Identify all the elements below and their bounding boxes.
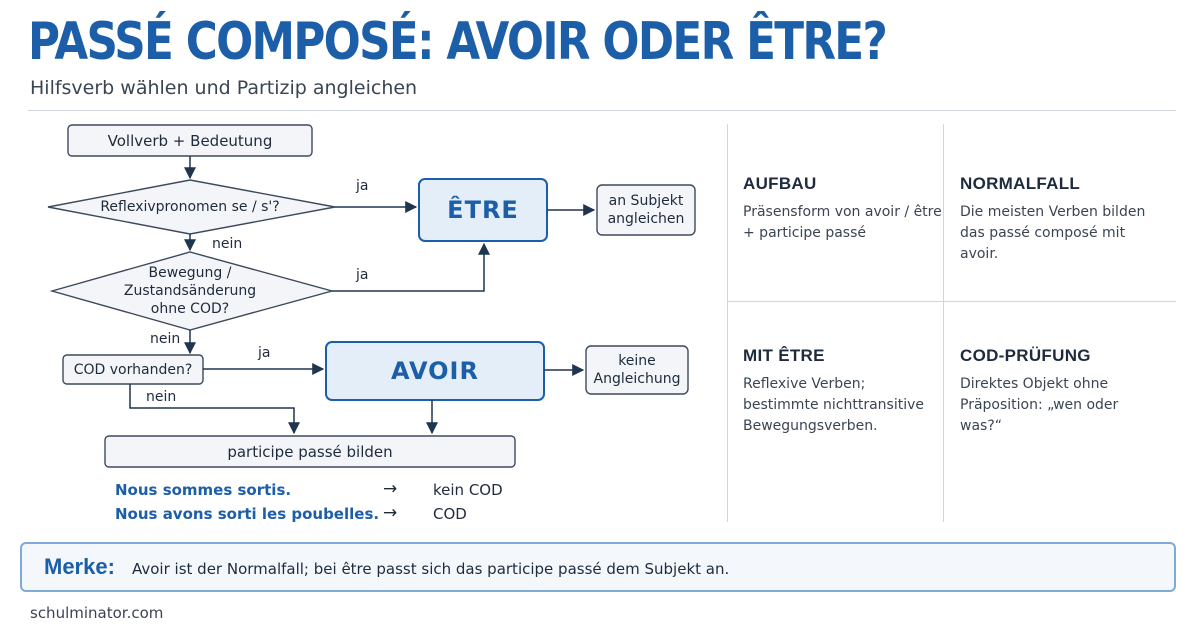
- flowchart: [47, 124, 696, 468]
- edge-label-yes-motion: ja: [356, 267, 369, 283]
- edge-label-no-cod: nein: [146, 389, 177, 405]
- card-text-cod-pruefung: Direktes Objekt ohne Präposition: „wen o…: [960, 376, 1119, 434]
- etre-label: ÊTRE: [447, 196, 519, 224]
- card-heading-cod-pruefung: COD-PRÜFUNG: [960, 346, 1091, 365]
- edge-label-no-motion: nein: [150, 331, 181, 347]
- header-divider: [28, 110, 1176, 111]
- avoir-label: AVOIR: [391, 357, 479, 385]
- card-heading-aufbau: AUFBAU: [743, 174, 817, 193]
- cod-box-label: COD vorhanden?: [73, 361, 193, 378]
- example-result: kein COD: [433, 481, 503, 499]
- arrow-motion-to-etre: [332, 242, 490, 292]
- card-text-aufbau: Präsensform von avoir / être + participe…: [743, 204, 942, 241]
- page-title: PASSÉ COMPOSÉ: AVOIR ODER ÊTRE?: [28, 12, 888, 72]
- edge-label-no-reflexive: nein: [212, 236, 243, 252]
- participle-box: [104, 435, 516, 468]
- card-heading-mit-etre: MIT ÊTRE: [743, 346, 825, 365]
- arrow-cod-to-participle: [129, 384, 300, 435]
- example-sentence: Nous avons sorti les poubelles.: [115, 505, 380, 523]
- avoir-box: [325, 341, 545, 401]
- start-box-label: Vollverb + Bedeutung: [107, 131, 273, 150]
- reflexive-decision-label: Reflexivpronomen se / s'?: [100, 199, 280, 215]
- etre-result-label: an Subjekt angleichen: [607, 193, 685, 227]
- participle-box-label: participe passé bilden: [227, 442, 393, 461]
- grid-divider-left: [727, 124, 728, 522]
- card-text-normalfall: Die meisten Verben bilden das passé comp…: [960, 204, 1146, 262]
- motion-decision-label: Bewegung / Zustandsänderung ohne COD?: [123, 265, 257, 317]
- example-arrow: →: [383, 479, 398, 499]
- example-arrow: →: [383, 503, 398, 523]
- merke-label: Merke:: [44, 554, 115, 579]
- footer-site: schulminator.com: [30, 604, 164, 622]
- grid-divider-horizontal: [727, 301, 1176, 302]
- merke-box: [20, 542, 1176, 592]
- edge-label-yes-cod: ja: [258, 345, 271, 361]
- example-result: COD: [433, 505, 467, 523]
- etre-result-box: [596, 184, 696, 236]
- card-heading-normalfall: NORMALFALL: [960, 174, 1081, 193]
- avoir-result-box: [585, 345, 689, 395]
- page-subtitle: Hilfsverb wählen und Partizip angleichen: [30, 77, 418, 99]
- grid-divider-middle: [943, 124, 944, 522]
- edge-label-yes-reflexive: ja: [356, 178, 369, 194]
- example-sentence: Nous sommes sortis.: [115, 481, 292, 499]
- avoir-result-label: keine Angleichung: [593, 353, 681, 387]
- card-text-mit-etre: Reflexive Verben; bestimmte nichttransit…: [743, 376, 924, 434]
- merke-text: Avoir ist der Normalfall; bei être passt…: [132, 560, 730, 578]
